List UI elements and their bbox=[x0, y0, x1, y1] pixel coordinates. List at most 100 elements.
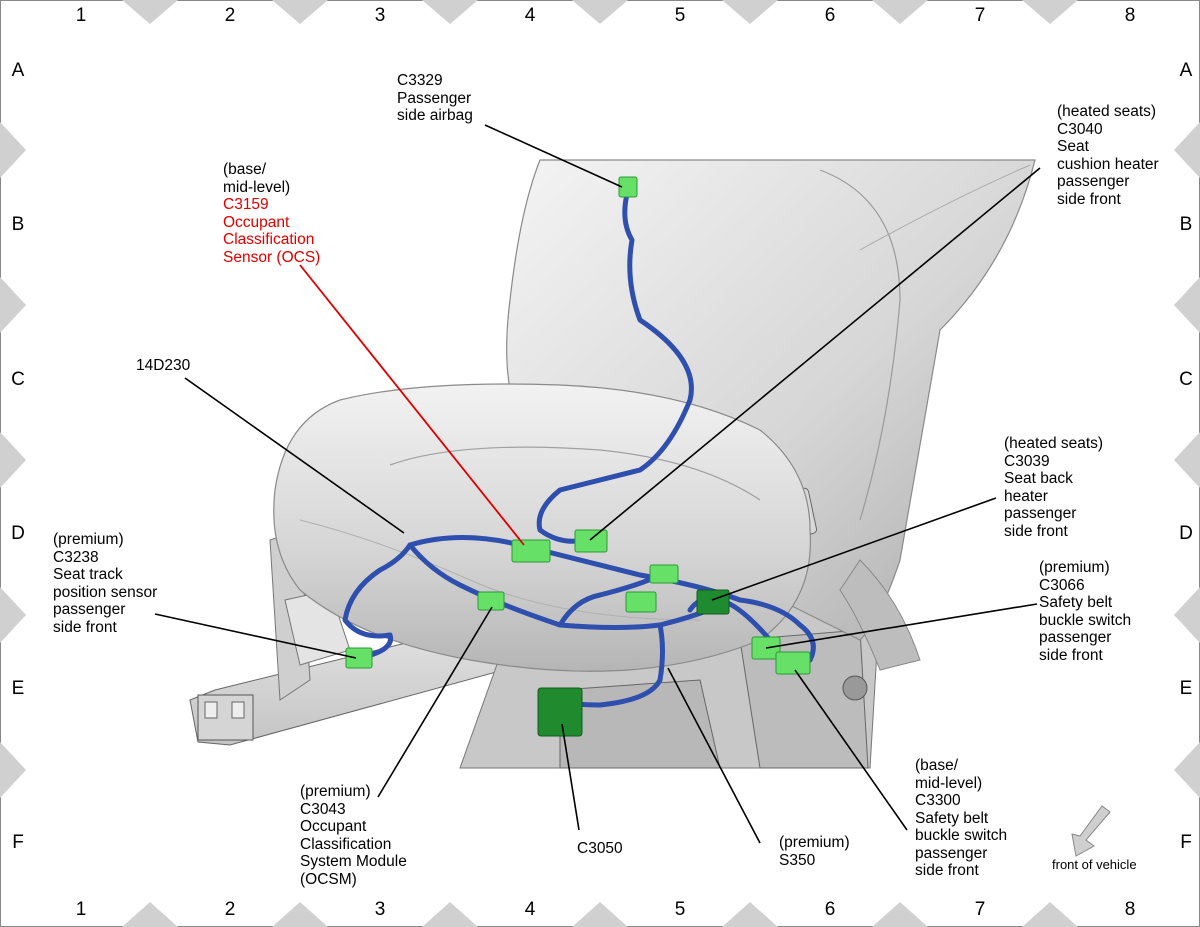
callout-line: (base/ bbox=[223, 161, 267, 178]
callout-line: System Module bbox=[300, 853, 407, 870]
grid-col-top-1: 1 bbox=[75, 5, 87, 26]
grid-col-bottom-8: 8 bbox=[1124, 899, 1136, 920]
grid-row-right-f: F bbox=[1180, 832, 1192, 853]
callout-line: Safety belt bbox=[915, 809, 989, 827]
connector-c3329 bbox=[618, 176, 638, 198]
callout-line: mid-level) bbox=[915, 774, 983, 792]
callout-c3329: C3329 Passenger side airbag bbox=[397, 72, 473, 125]
callout-line: cushion heater bbox=[1057, 155, 1159, 173]
callout-line: Seat back bbox=[1004, 470, 1073, 487]
callout-c3300: (base/ mid-level) C3300 Safety belt buck… bbox=[915, 757, 1007, 880]
seat-cushion bbox=[273, 383, 812, 672]
callout-line-highlight: Sensor (OCS) bbox=[223, 248, 321, 266]
callout-c3039: (heated seats) C3039 Seat back heater pa… bbox=[1004, 435, 1103, 540]
grid-row-right-c: C bbox=[1179, 369, 1193, 390]
callout-line: C3050 bbox=[577, 840, 623, 857]
callout-line: (base/ bbox=[915, 757, 959, 774]
grid-col-bottom-5: 5 bbox=[674, 899, 686, 920]
callout-line: Classification bbox=[300, 835, 392, 853]
connector-c3039-mate bbox=[649, 564, 679, 584]
leader-c3039 bbox=[711, 497, 997, 601]
callout-line: (premium) bbox=[779, 834, 850, 851]
grid-col-bottom-6: 6 bbox=[824, 899, 836, 920]
callout-line: heater bbox=[1004, 487, 1048, 505]
leader-c3066 bbox=[765, 603, 1038, 649]
grid-col-top-5: 5 bbox=[674, 5, 686, 26]
callout-line: Seat bbox=[1057, 138, 1089, 155]
callout-line: passenger bbox=[1057, 173, 1130, 190]
callout-c3066: (premium) C3066 Safety belt buckle switc… bbox=[1039, 559, 1131, 664]
callout-line: (heated seats) bbox=[1057, 103, 1157, 120]
grid-row-left-b: B bbox=[11, 214, 25, 235]
callout-line: C3238 bbox=[53, 548, 99, 566]
callout-line: 14D230 bbox=[136, 357, 191, 374]
grid-col-top-6: 6 bbox=[824, 5, 836, 26]
grid-col-bottom-1: 1 bbox=[75, 899, 87, 920]
grid-col-bottom-4: 4 bbox=[524, 899, 536, 920]
connector-c3300 bbox=[775, 651, 811, 675]
callout-line: (premium) bbox=[300, 783, 371, 800]
leader-c3329 bbox=[484, 124, 623, 188]
callout-line: C3040 bbox=[1057, 120, 1103, 138]
callout-line: side front bbox=[53, 618, 117, 636]
callout-c3238: (premium) C3238 Seat track position sens… bbox=[53, 531, 157, 636]
callout-line: C3039 bbox=[1004, 452, 1050, 470]
callout-line: side front bbox=[915, 862, 979, 879]
leader-14d230 bbox=[184, 377, 405, 534]
callout-line-highlight: Occupant bbox=[223, 213, 290, 231]
callout-s350: (premium) S350 bbox=[779, 834, 850, 869]
callout-line: position sensor bbox=[53, 583, 158, 601]
grid-col-top-7: 7 bbox=[974, 5, 986, 26]
grid-row-right-e: E bbox=[1179, 678, 1193, 699]
grid-col-bottom-7: 7 bbox=[974, 899, 986, 920]
leader-c3300 bbox=[794, 669, 908, 831]
leader-c3159 bbox=[299, 264, 525, 546]
grid-row-left-a: A bbox=[11, 60, 25, 81]
callout-line: buckle switch bbox=[915, 827, 1008, 844]
front-of-vehicle-arrow-icon bbox=[1071, 805, 1111, 857]
callout-line: passenger bbox=[915, 844, 988, 862]
leader-lines bbox=[154, 124, 1041, 844]
callout-line: S350 bbox=[779, 851, 816, 869]
leader-c3050 bbox=[561, 723, 580, 831]
callout-line: Seat track bbox=[53, 566, 123, 583]
front-of-vehicle-label: front of vehicle bbox=[1052, 857, 1137, 872]
callout-line: (premium) bbox=[53, 531, 124, 548]
callout-line: side front bbox=[1057, 190, 1121, 208]
callout-line: (premium) bbox=[1039, 559, 1110, 576]
callout-line: (OCSM) bbox=[300, 870, 357, 888]
callout-c3043: (premium) C3043 Occupant Classification … bbox=[300, 783, 407, 888]
callout-c3040: (heated seats) C3040 Seat cushion heater… bbox=[1057, 103, 1159, 208]
callout-line: mid-level) bbox=[223, 178, 291, 196]
grid-col-top-2: 2 bbox=[224, 5, 236, 26]
callout-line-highlight: Classification bbox=[223, 231, 315, 248]
grid-row-left-d: D bbox=[11, 523, 25, 544]
grid-col-bottom-2: 2 bbox=[224, 899, 236, 920]
leader-c3238 bbox=[154, 613, 357, 659]
grid-row-right-d: D bbox=[1179, 523, 1193, 544]
connector-c3040 bbox=[574, 529, 608, 553]
callout-c3159: (base/ mid-level) C3159 Occupant Classif… bbox=[223, 161, 320, 266]
callout-line-highlight: C3159 bbox=[223, 196, 269, 213]
connector-inline bbox=[625, 591, 657, 613]
grid-col-top-4: 4 bbox=[524, 5, 536, 26]
callout-line: passenger bbox=[1004, 505, 1077, 522]
leader-c3043 bbox=[377, 606, 493, 798]
grid-col-bottom-3: 3 bbox=[374, 899, 386, 920]
callout-line: Safety belt bbox=[1039, 594, 1113, 611]
callout-line: side airbag bbox=[397, 107, 473, 124]
connector-c3238 bbox=[345, 647, 373, 669]
callout-line: side front bbox=[1039, 646, 1103, 664]
connector-c3050 bbox=[537, 687, 583, 737]
callout-line: C3329 bbox=[397, 72, 443, 89]
callout-line: C3043 bbox=[300, 800, 346, 818]
grid-row-left-c: C bbox=[11, 369, 25, 390]
callout-line: Occupant bbox=[300, 818, 367, 835]
grid-row-left-f: F bbox=[12, 832, 24, 853]
callout-line: passenger bbox=[1039, 629, 1112, 646]
callout-line: buckle switch bbox=[1039, 611, 1132, 629]
callout-line: (heated seats) bbox=[1004, 435, 1104, 452]
